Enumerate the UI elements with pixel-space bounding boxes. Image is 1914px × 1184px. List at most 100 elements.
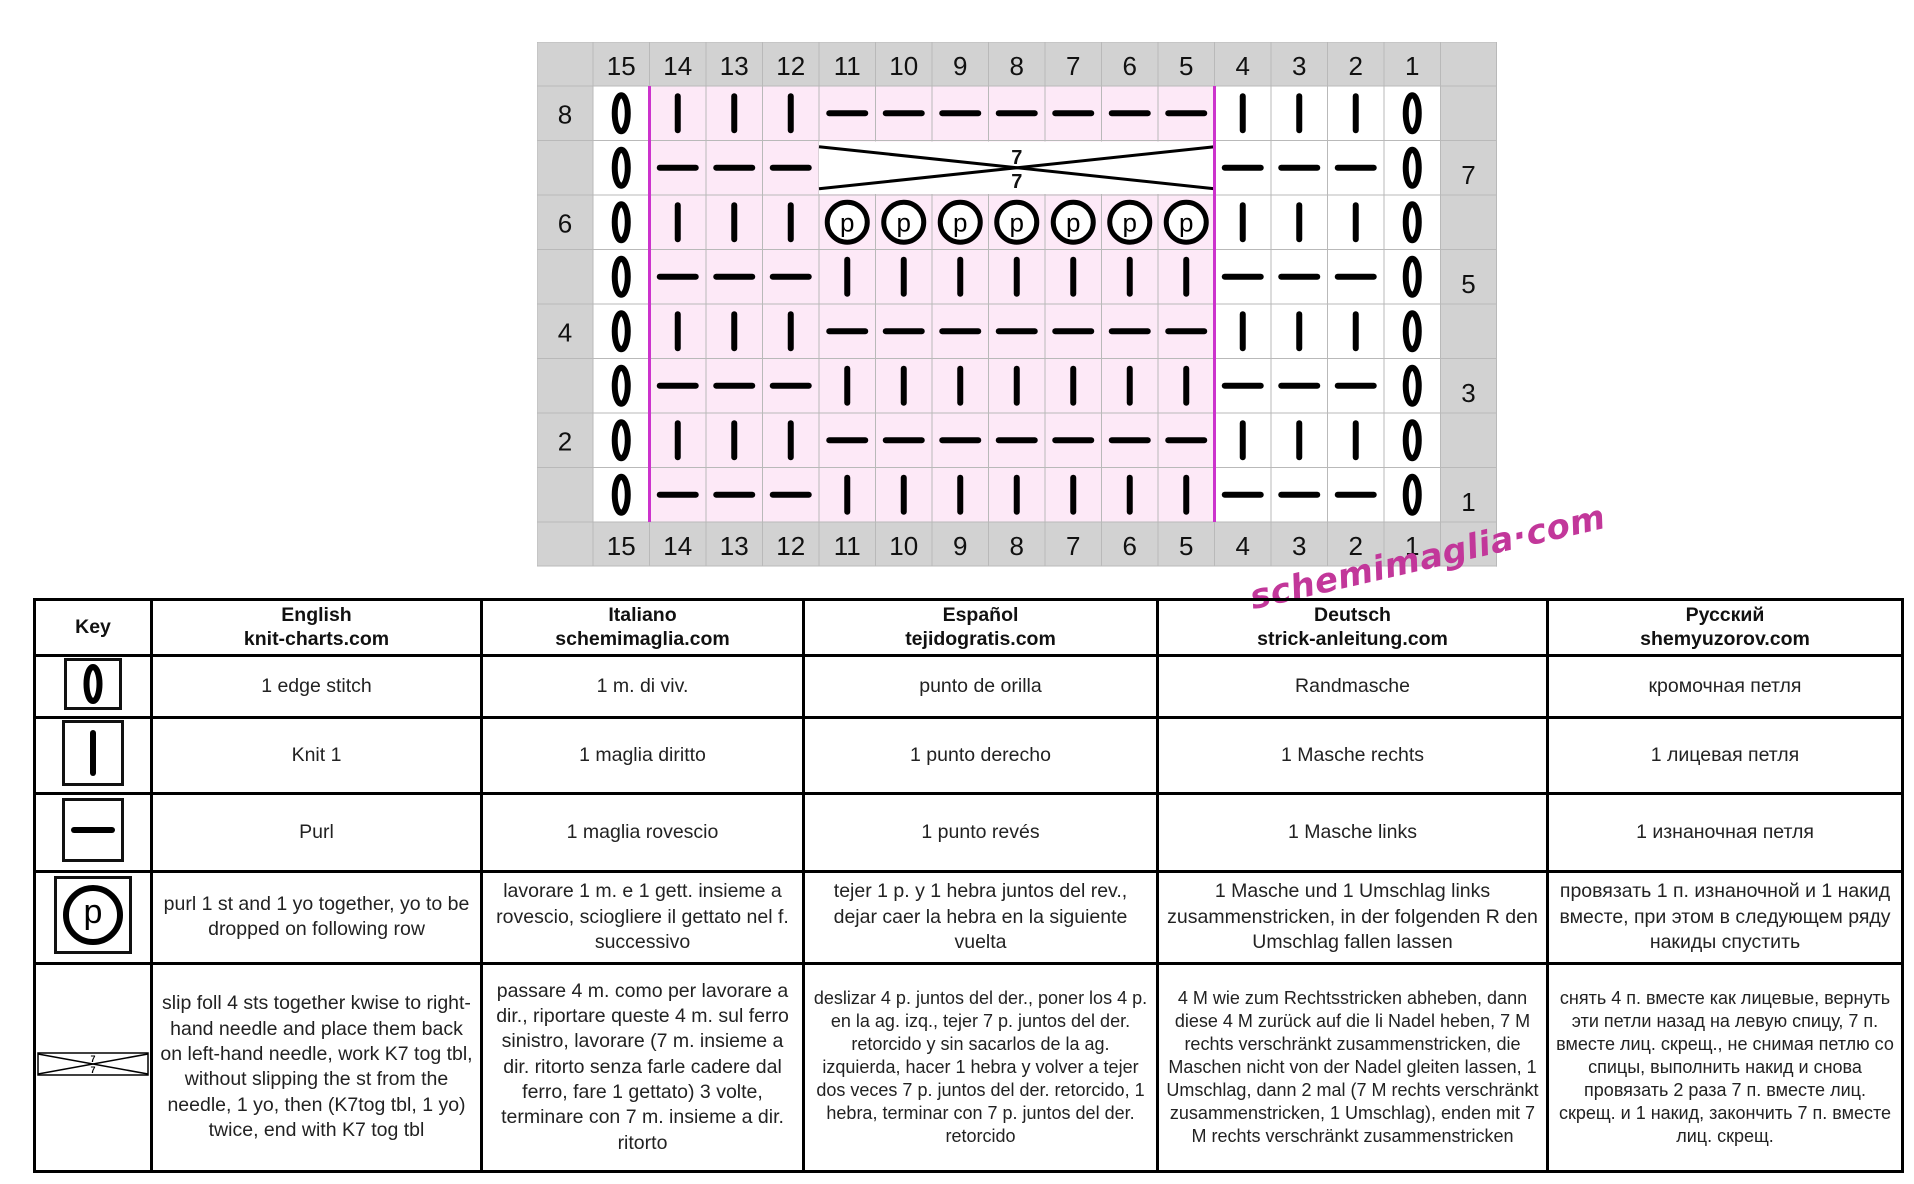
column-number-bottom: 6 [1123,531,1137,561]
column-number-top: 4 [1236,51,1250,81]
row-number-left: 6 [558,208,572,238]
purl-yo-glyph: p [840,207,854,237]
column-number-top: 1 [1405,51,1419,81]
key-text-italian: 1 m. di viv. [480,653,805,719]
key-row-purl-yo-together: p purl 1 st and 1 yo together, yo to be … [33,869,1904,965]
key-text-russian: 1 лицевая петля [1546,715,1904,795]
row-number-left: 4 [558,317,572,347]
purl-icon [62,798,124,863]
purl-yo-glyph: p [897,207,911,237]
symbol-cell [33,653,153,719]
key-text-italian: 1 maglia diritto [480,715,805,795]
row-number-right: 7 [1461,160,1475,190]
column-number-top: 5 [1179,51,1193,81]
key-row-edge-stitch: 1 edge stitch 1 m. di viv. punto de oril… [33,653,1904,719]
english-column-header: English knit-charts.com [150,598,483,657]
key-text-russian: 1 изнаночная петля [1546,791,1904,873]
column-number-top: 3 [1292,51,1306,81]
chart-grid: 1515141413131212111110109988776655443322… [537,42,1497,567]
language-name: Deutsch [1314,604,1391,626]
key-text-spanish: 1 punto revés [802,791,1159,873]
purl-yo-together-icon: p [54,876,132,955]
column-number-top: 11 [834,51,861,81]
key-row-knit: Knit 1 1 maglia diritto 1 punto derecho … [33,715,1904,795]
key-text-english: Knit 1 [150,715,483,795]
column-number-bottom: 2 [1349,531,1363,561]
purl-yo-glyph: p [1123,207,1137,237]
key-text-english: slip foll 4 sts together kwise to right-… [150,961,483,1173]
edge-stitch-symbol [611,255,631,298]
cable-7-icon: 7 7 [37,1051,149,1083]
column-number-bottom: 9 [953,531,967,561]
column-number-bottom: 5 [1179,531,1193,561]
row-number-left: 8 [558,99,572,129]
column-number-bottom: 3 [1292,531,1306,561]
symbol-cell: 7 7 [33,961,153,1173]
purl-yo-glyph: p [1066,207,1080,237]
key-text-german: Randmasche [1156,653,1549,719]
language-site: tejidogratis.com [905,628,1056,651]
language-site: knit-charts.com [243,628,390,651]
cable-label-top: 7 [1011,147,1022,169]
key-text-italian: passare 4 m. como per lavorare a dir., r… [480,961,805,1173]
column-number-bottom: 10 [889,531,918,561]
column-number-top: 9 [953,51,967,81]
key-text-russian: снять 4 п. вместе как лицевые, вернуть э… [1546,961,1904,1173]
column-number-top: 7 [1066,51,1080,81]
purl-yo-together-symbol [1107,199,1153,245]
row-number-right: 3 [1461,378,1475,408]
key-text-german: 1 Masche und 1 Umschlag links zusammenst… [1156,869,1549,965]
edge-stitch-symbol [611,92,631,135]
column-number-bottom: 1 [1405,531,1419,561]
column-number-bottom: 12 [776,531,805,561]
edge-stitch-symbol [611,364,631,407]
purl-yo-glyph: p [1010,207,1024,237]
purl-yo-together-symbol [1050,199,1096,245]
purl-yo-together-symbol [994,199,1040,245]
key-text-english: 1 edge stitch [150,653,483,719]
column-number-bottom: 14 [663,531,692,561]
key-row-cluster-7: 7 7 slip foll 4 sts together kwise to ri… [33,961,1904,1173]
column-number-top: 13 [720,51,749,81]
column-number-bottom: 7 [1066,531,1080,561]
language-site: strick-anleitung.com [1257,628,1448,651]
edge-stitch-symbol [1402,364,1422,407]
cable-label-bottom: 7 [1011,171,1022,193]
row-number-left: 2 [558,426,572,456]
language-site: schemimaglia.com [555,628,730,651]
language-name: Русский [1685,604,1765,626]
key-text-spanish: tejer 1 p. y 1 hebra juntos del rev., de… [802,869,1159,965]
symbol-key-table: Key English knit-charts.com Italiano sch… [33,598,1904,1173]
column-number-top: 2 [1349,51,1363,81]
key-text-spanish: punto de orilla [802,653,1159,719]
column-number-top: 15 [607,51,636,81]
cable-cross-line [818,145,1215,191]
edge-stitch-symbol [1402,310,1422,353]
column-number-bottom: 13 [720,531,749,561]
knit-icon [62,720,124,787]
purl-yo-glyph: p [953,207,967,237]
purl-yo-together-symbol [881,199,927,245]
key-text-russian: кромочная петля [1546,653,1904,719]
key-column-header: Key [33,598,153,657]
svg-text:7: 7 [90,1054,95,1064]
symbol-cell [33,791,153,873]
key-text-spanish: 1 punto derecho [802,715,1159,795]
key-text-german: 1 Masche links [1156,791,1549,873]
key-text-english: purl 1 st and 1 yo together, yo to be dr… [150,869,483,965]
language-name: Español [942,604,1019,626]
edge-stitch-symbol [1402,419,1422,462]
symbol-cell [33,715,153,795]
edge-stitch-symbol [611,310,631,353]
column-number-top: 14 [663,51,692,81]
edge-stitch-symbol [611,201,631,244]
row-number-right: 5 [1461,269,1475,299]
key-text-spanish: deslizar 4 p. juntos del der., poner los… [802,961,1159,1173]
key-text-italian: 1 maglia rovescio [480,791,805,873]
edge-stitch-symbol [611,146,631,189]
key-text-russian: провязать 1 п. изнаночной и 1 накид вмес… [1546,869,1904,965]
column-number-bottom: 15 [607,531,636,561]
language-name: English [281,604,352,626]
key-table-header-row: Key English knit-charts.com Italiano sch… [33,598,1904,657]
edge-stitch-symbol [1402,473,1422,516]
